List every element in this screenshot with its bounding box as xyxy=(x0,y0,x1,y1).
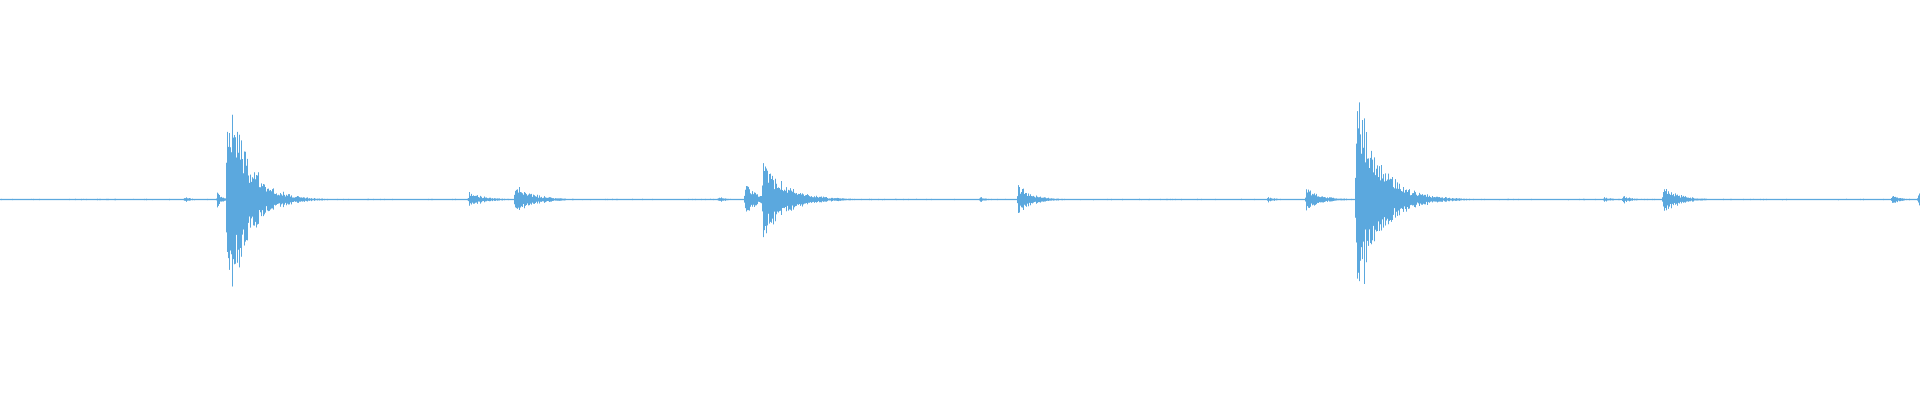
waveform-samples xyxy=(1,102,1920,287)
waveform-envelope xyxy=(1,102,1920,287)
